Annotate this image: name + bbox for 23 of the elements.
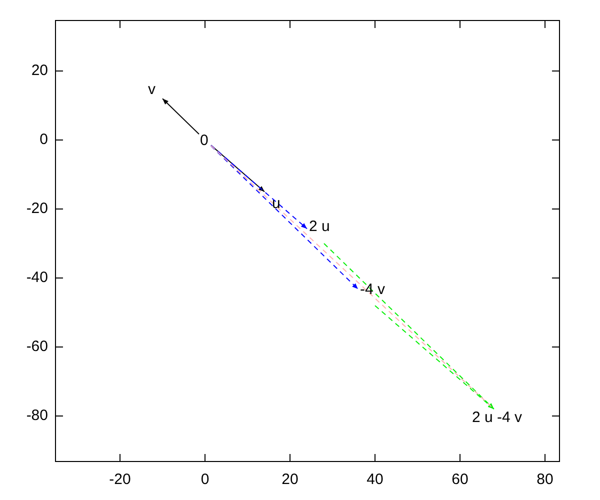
- vector-arrow: [210, 144, 308, 230]
- point-label: 0: [200, 132, 208, 149]
- point-label: u: [272, 195, 280, 212]
- vector-arrow: [374, 305, 494, 410]
- axis-tick-label: -80: [26, 407, 48, 424]
- axis-tick-label: 0: [200, 471, 210, 488]
- point-label: 2 u -4 v: [472, 409, 522, 426]
- vector-arrow: [324, 243, 494, 410]
- axis-tick-label: 20: [31, 62, 48, 79]
- vector-arrow: [210, 145, 358, 290]
- axis-tick-label: 40: [366, 471, 384, 488]
- axis-tick-label: 80: [536, 471, 554, 488]
- point-label: 2 u: [309, 218, 330, 235]
- axis-tick-label: -20: [109, 471, 131, 488]
- vector-arrow: [162, 98, 200, 135]
- point-label: v: [148, 81, 156, 98]
- axis-tick-label: -20: [26, 200, 48, 217]
- axis-tick-label: 60: [452, 471, 468, 488]
- axis-tick-label: -60: [26, 338, 48, 355]
- axis-tick-label: 20: [282, 471, 298, 488]
- axis-tick-label: -40: [26, 269, 48, 286]
- axis-tick-label: 0: [40, 131, 48, 148]
- point-label: -4 v: [360, 281, 386, 298]
